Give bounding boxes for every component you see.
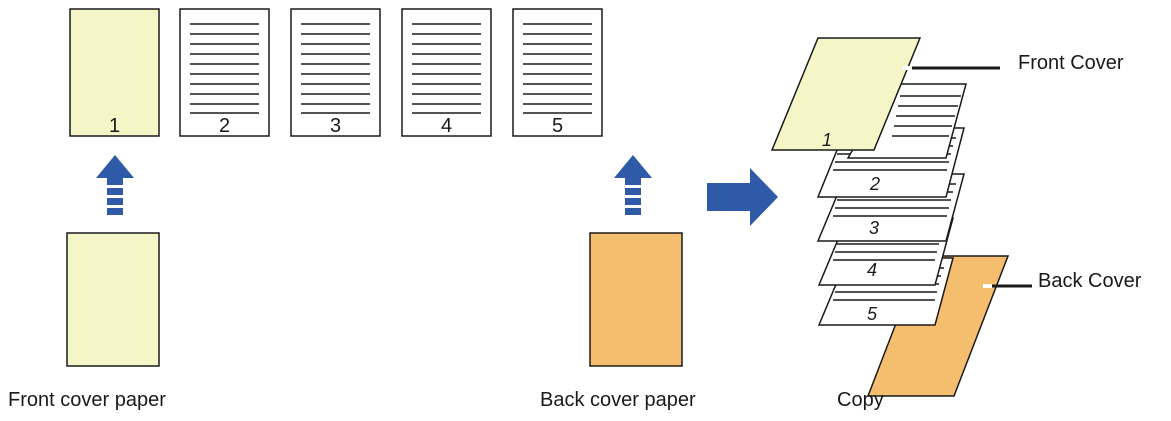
original-page-number: 5: [552, 115, 563, 137]
back-cover-label: Back Cover: [1038, 270, 1142, 292]
original-page-number: 3: [330, 115, 341, 137]
back-cover-paper-label: Back cover paper: [540, 389, 696, 411]
original-page-2: 2: [179, 8, 270, 137]
original-page-4: 4: [401, 8, 492, 137]
right-arrow-icon: [707, 168, 778, 226]
up-arrow-icon: [614, 155, 652, 215]
copy-page-number: 5: [867, 304, 878, 324]
copy-page-number: 1: [822, 130, 832, 150]
copy-label: Copy: [837, 389, 884, 411]
original-page-number: 2: [219, 115, 230, 137]
copy-page-number: 2: [869, 174, 880, 194]
front-cover-paper-label: Front cover paper: [8, 389, 166, 411]
copy-page-number: 4: [867, 260, 877, 280]
original-page-5: 5: [512, 8, 603, 137]
copy-front-cover-sheet: 1: [770, 37, 922, 151]
copy-page-number: 3: [869, 218, 879, 238]
front-cover-paper-sheet: [66, 232, 160, 367]
original-page-1: 1: [69, 8, 160, 137]
up-arrow-icon: [96, 155, 134, 215]
original-page-number: 1: [109, 115, 120, 137]
back-cover-paper-sheet: [589, 232, 683, 367]
original-page-number: 4: [441, 115, 452, 137]
copy-back-cover-sheet: [866, 255, 1010, 397]
original-page-3: 3: [290, 8, 381, 137]
front-cover-label: Front Cover: [1018, 52, 1124, 74]
